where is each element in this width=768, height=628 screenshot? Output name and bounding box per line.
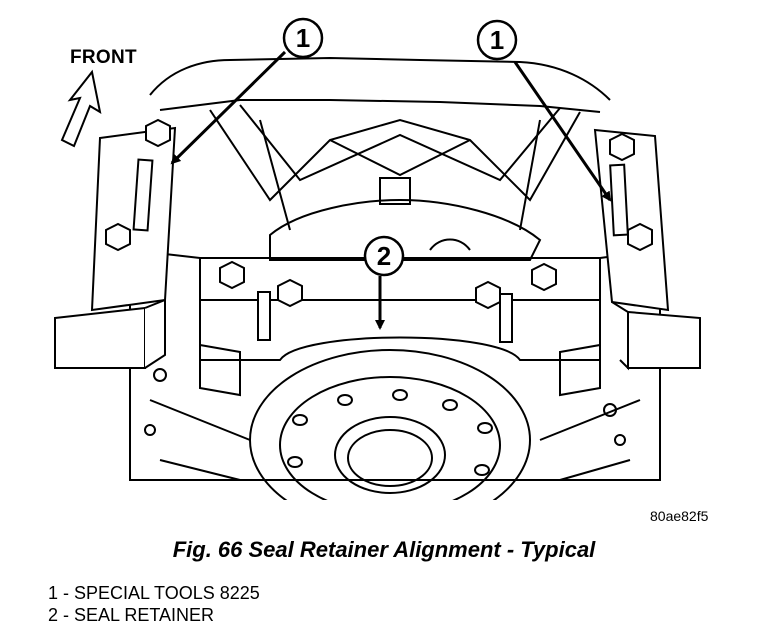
retainer-bolts — [219, 260, 557, 343]
legend-text: - SEAL RETAINER — [58, 605, 215, 625]
svg-text:2: 2 — [377, 241, 391, 271]
legend: 1 - SPECIAL TOOLS 8225 2 - SEAL RETAINER — [48, 582, 260, 626]
legend-text: - SPECIAL TOOLS 8225 — [58, 583, 260, 603]
engine-illustration: 1 1 2 — [54, 17, 701, 500]
callout-1-left: 1 — [170, 17, 324, 165]
legend-number: 1 — [48, 583, 59, 603]
reference-id: 80ae82f5 — [650, 508, 709, 524]
special-tool-left — [54, 118, 177, 369]
special-tool-right — [593, 128, 701, 371]
front-arrow — [60, 69, 102, 148]
svg-text:1: 1 — [490, 25, 504, 55]
legend-number: 2 — [48, 605, 59, 625]
callout-1-right: 1 — [476, 19, 612, 202]
svg-text:1: 1 — [296, 23, 310, 53]
callout-2: 2 — [363, 235, 405, 330]
figure-caption: Fig. 66 Seal Retainer Alignment - Typica… — [172, 537, 596, 562]
crankshaft-flange — [249, 349, 531, 500]
legend-item: 1 - SPECIAL TOOLS 8225 — [48, 582, 260, 604]
engine-block — [129, 56, 661, 481]
legend-item: 2 - SEAL RETAINER — [48, 604, 260, 626]
front-label: FRONT — [70, 47, 137, 68]
